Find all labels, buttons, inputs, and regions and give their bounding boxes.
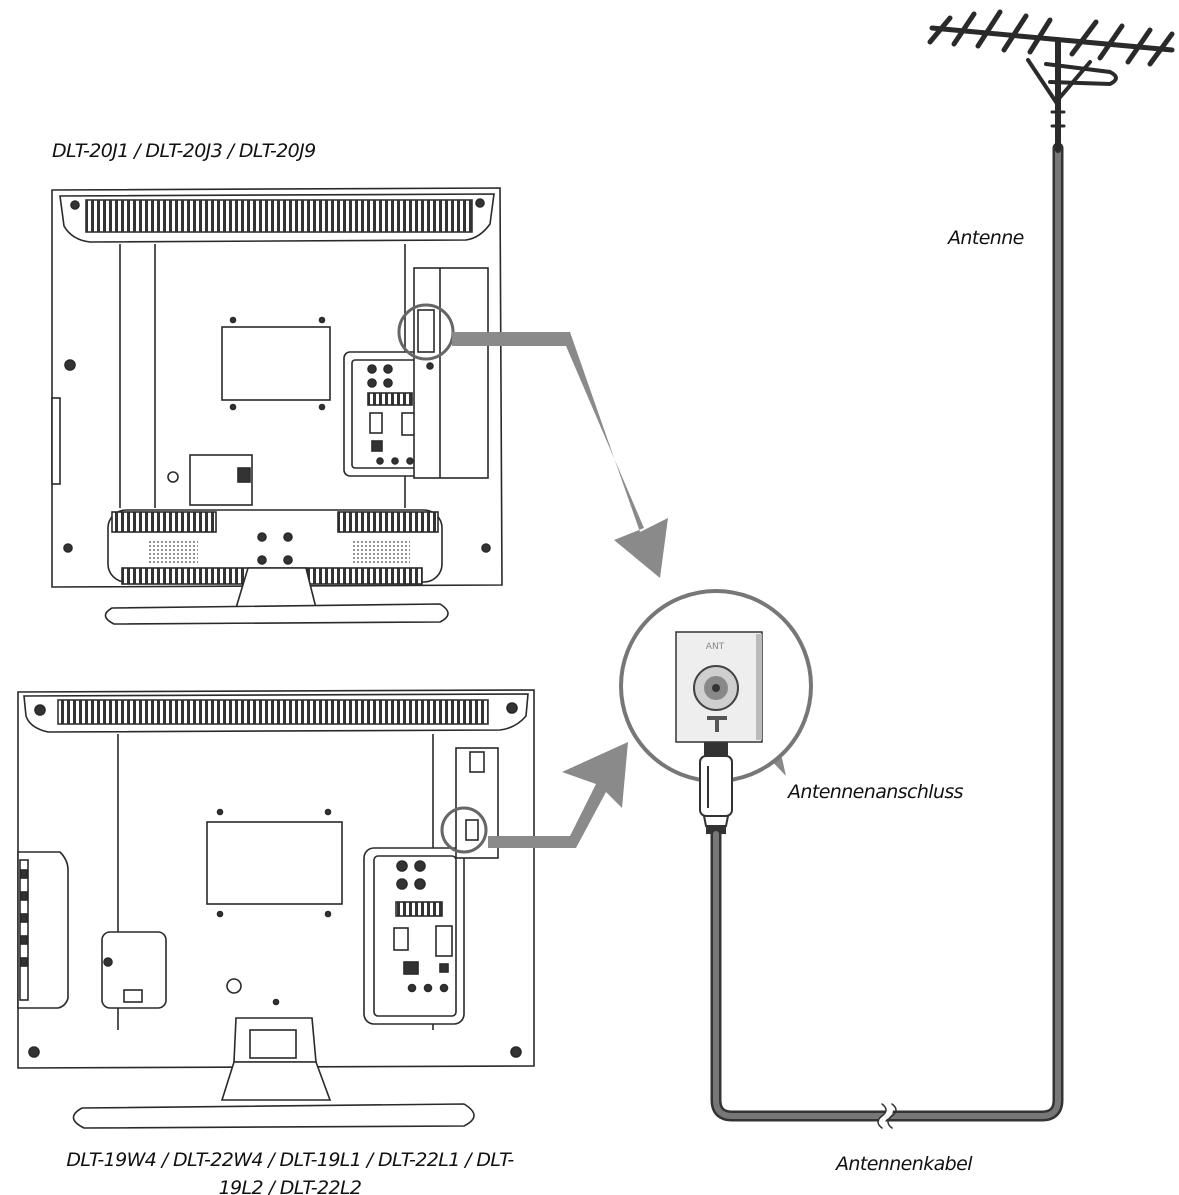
- antenna-jack-detail: [619, 589, 813, 834]
- top-tv-model-label: DLT-20J1 / DLT-20J3 / DLT-20J9: [52, 140, 316, 162]
- tv-bottom-rear-view: [17, 689, 535, 1129]
- arrow-bottom-to-jack: [488, 742, 628, 848]
- arrow-top-to-jack: [452, 332, 668, 578]
- bottom-tv-model-label: DLT-19W4 / DLT-22W4 / DLT-19L1 / DLT-22L…: [66, 1149, 514, 1195]
- antenna-label: Antenne: [948, 227, 1024, 249]
- roof-antenna: [927, 9, 1175, 153]
- antenna-cable-label: Antennenkabel: [836, 1153, 972, 1175]
- ant-jack-marking: ANT: [705, 642, 725, 652]
- antenna-connection-label: Antennenanschluss: [788, 781, 964, 803]
- antenna-cable: [710, 142, 1064, 1131]
- tv-top-rear-view: [51, 187, 503, 625]
